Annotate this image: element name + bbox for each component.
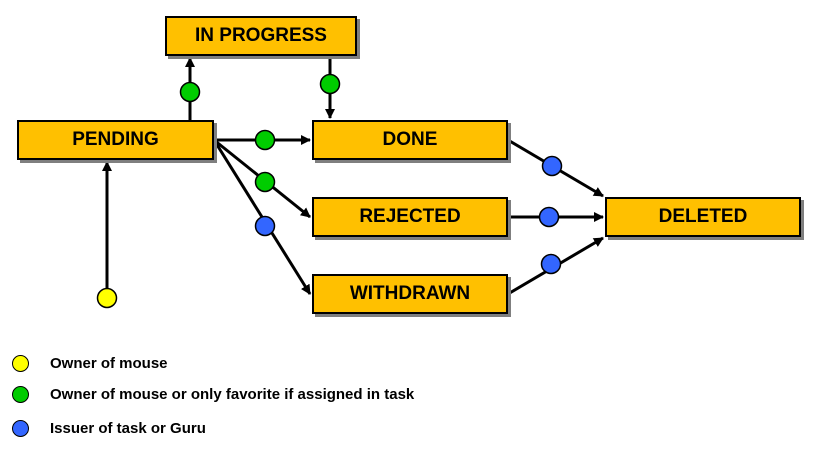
legend-item-owner: Owner of mouse — [12, 353, 168, 373]
role-marker-issuer — [254, 215, 276, 237]
legend-label: Owner of mouse or only favorite if assig… — [50, 385, 415, 403]
role-marker-owner-or-favorite — [254, 171, 276, 193]
legend-label: Issuer of task or Guru — [50, 419, 206, 437]
role-marker-issuer — [538, 206, 560, 228]
state-pending: PENDING — [17, 120, 214, 160]
state-withdrawn: WITHDRAWN — [312, 274, 508, 314]
role-marker-owner-or-favorite — [319, 73, 341, 95]
role-marker-issuer — [541, 155, 563, 177]
state-rejected: REJECTED — [312, 197, 508, 237]
state-done: DONE — [312, 120, 508, 160]
blue-circle-icon — [12, 419, 29, 437]
state-deleted: DELETED — [605, 197, 801, 237]
role-marker-owner-or-favorite — [179, 81, 201, 103]
legend-label: Owner of mouse — [50, 354, 168, 372]
legend-item-issuer: Issuer of task or Guru — [12, 418, 206, 438]
state-in-progress: IN PROGRESS — [165, 16, 357, 56]
role-marker-owner — [96, 287, 118, 309]
green-circle-icon — [12, 385, 29, 403]
yellow-circle-icon — [12, 354, 29, 372]
legend-item-owner-or-favorite: Owner of mouse or only favorite if assig… — [12, 384, 414, 404]
role-marker-issuer — [540, 253, 562, 275]
role-marker-owner-or-favorite — [254, 129, 276, 151]
